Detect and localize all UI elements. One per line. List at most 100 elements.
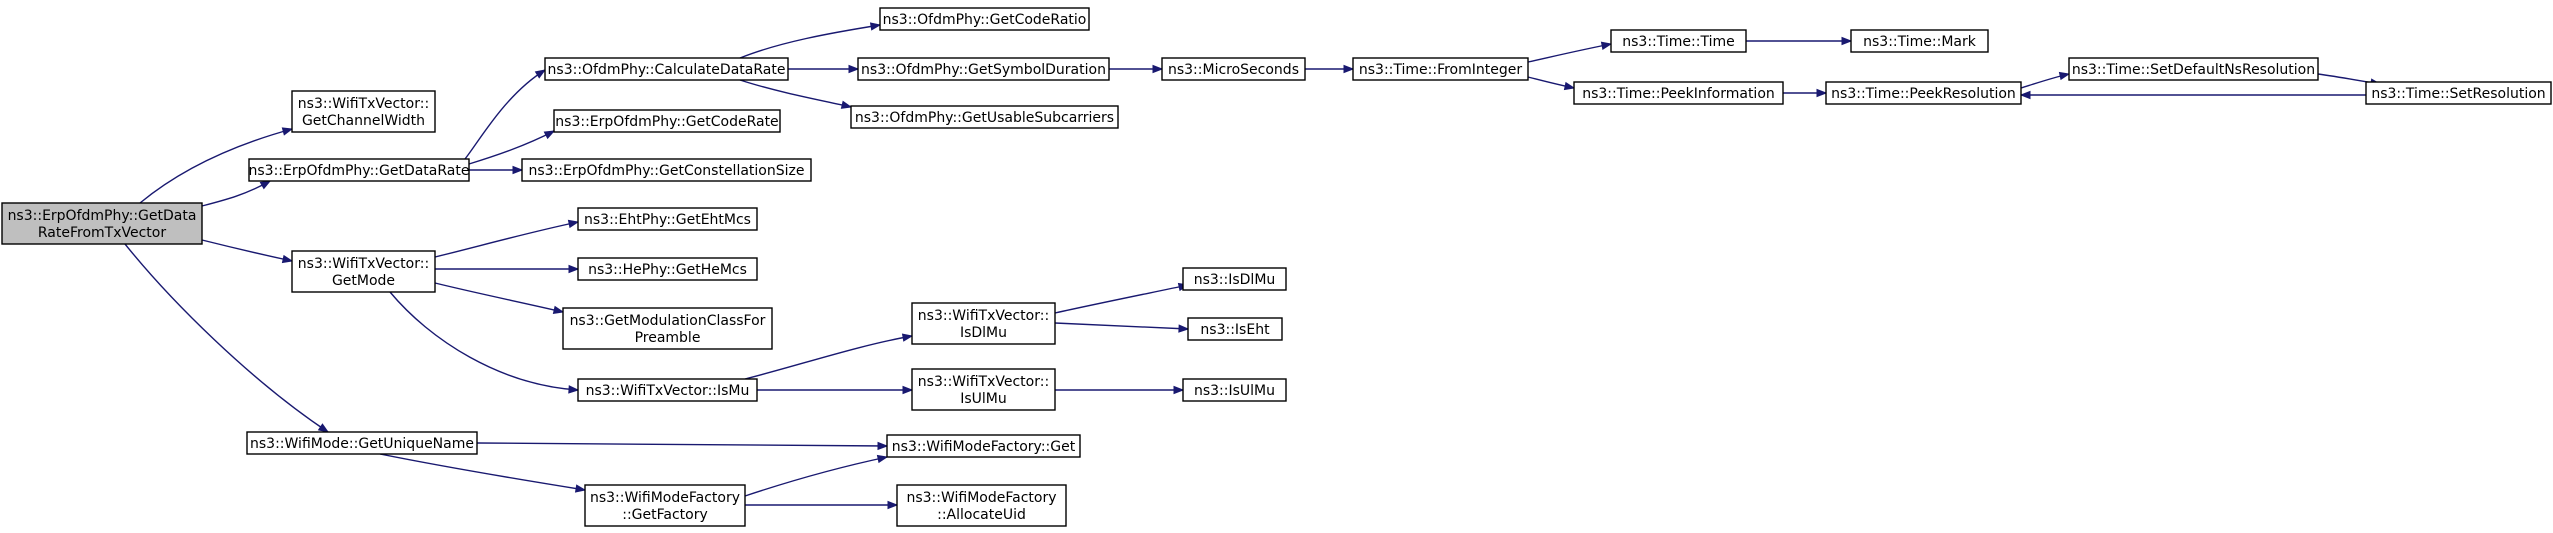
arrowhead: [1563, 81, 1576, 91]
node-label: ns3::OfdmPhy::GetUsableSubcarriers: [855, 110, 1114, 126]
arrowhead: [1600, 41, 1613, 50]
node-is-eht[interactable]: ns3::IsEht: [1187, 317, 1283, 341]
node-label: ns3::Time::PeekResolution: [1831, 86, 2016, 102]
edge-line: [434, 221, 579, 258]
node-is-mu[interactable]: ns3::WifiTxVector::IsMu: [577, 378, 758, 402]
node-box: [521, 158, 812, 182]
node-label: ::AllocateUid: [937, 507, 1026, 523]
node-label: ns3::Time::SetDefaultNsResolution: [2072, 62, 2315, 78]
node-label: ns3::MicroSeconds: [1168, 62, 1299, 78]
edge-erpGetDataRate-to-calcDataRate: [464, 69, 547, 160]
node-time-time[interactable]: ns3::Time::Time: [1610, 29, 1747, 53]
arrowhead: [512, 165, 524, 175]
node-erp-get-code-rate[interactable]: ns3::ErpOfdmPhy::GetCodeRate: [553, 109, 781, 133]
node-is-ul-mu[interactable]: ns3::IsUlMu: [1182, 378, 1287, 402]
node-get-mode[interactable]: ns3::WifiTxVector::GetMode: [291, 250, 436, 293]
node-erp-get-data-rate[interactable]: ns3::ErpOfdmPhy::GetDataRate: [248, 158, 470, 182]
node-allocate-uid[interactable]: ns3::WifiModeFactory::AllocateUid: [896, 484, 1067, 527]
arrowhead: [1841, 36, 1853, 46]
node-box: [1187, 317, 1283, 341]
node-get-he-mcs[interactable]: ns3::HePhy::GetHeMcs: [577, 257, 758, 281]
node-box: [1610, 29, 1747, 53]
node-box: [577, 207, 758, 231]
node-label: ns3::OfdmPhy::GetCodeRatio: [883, 12, 1087, 28]
node-label: ns3::Time::Time: [1622, 34, 1734, 50]
arrowhead: [901, 333, 914, 342]
node-label: ns3::WifiModeFactory: [906, 490, 1056, 506]
edge-root-to-getMode: [201, 239, 294, 264]
node-get-unique-name[interactable]: ns3::WifiMode::GetUniqueName: [246, 431, 478, 455]
edge-line: [379, 453, 586, 491]
node-label: Preamble: [635, 330, 701, 346]
arrowhead: [876, 454, 889, 464]
node-get-eht-mcs[interactable]: ns3::EhtPhy::GetEhtMcs: [577, 207, 758, 231]
edge-root-to-erpGetDataRate: [201, 180, 272, 207]
arrowhead: [543, 130, 556, 140]
node-calc-data-rate[interactable]: ns3::OfdmPhy::CalculateDataRate: [544, 57, 789, 81]
node-box: [911, 368, 1056, 411]
edge-peekResolution-to-setDefaultNsResolution: [2020, 71, 2071, 89]
edge-calcDataRate-to-getSymbolDuration: [788, 64, 860, 74]
edge-txIsDlMu-to-isEht: [1054, 322, 1190, 333]
arrowhead: [1173, 385, 1185, 395]
node-box: [896, 484, 1067, 527]
node-label: ns3::Time::PeekInformation: [1582, 86, 1775, 102]
node-set-resolution[interactable]: ns3::Time::SetResolution: [2365, 81, 2552, 105]
node-box: [248, 158, 470, 182]
arrowhead: [869, 22, 882, 31]
edge-line: [468, 130, 555, 165]
function-nodes: ns3::ErpOfdmPhy::GetDataRateFromTxVector…: [1, 7, 2552, 527]
node-label: ns3::ErpOfdmPhy::GetCodeRate: [555, 114, 778, 130]
edge-getUniqueName-to-factoryGet: [476, 441, 889, 451]
node-label: RateFromTxVector: [38, 225, 166, 241]
edge-line: [476, 442, 888, 447]
edge-line: [744, 456, 888, 497]
node-time-mark[interactable]: ns3::Time::Mark: [1850, 29, 1989, 53]
node-label: ns3::OfdmPhy::CalculateDataRate: [548, 62, 786, 78]
node-box: [246, 431, 478, 455]
node-tx-is-ul-mu[interactable]: ns3::WifiTxVector::IsUlMu: [911, 368, 1056, 411]
node-erp-get-constellation-size[interactable]: ns3::ErpOfdmPhy::GetConstellationSize: [521, 158, 812, 182]
node-set-default-ns-resolution[interactable]: ns3::Time::SetDefaultNsResolution: [2068, 57, 2319, 81]
node-micro-seconds[interactable]: ns3::MicroSeconds: [1161, 57, 1306, 81]
arrowhead: [877, 441, 889, 451]
node-ofdm-get-code-ratio[interactable]: ns3::OfdmPhy::GetCodeRatio: [879, 7, 1090, 31]
node-label: ns3::Time::FromInteger: [1359, 62, 1522, 78]
edge-root-to-getChannelWidth: [139, 127, 294, 204]
edge-line: [389, 291, 579, 391]
node-from-integer[interactable]: ns3::Time::FromInteger: [1352, 57, 1529, 81]
node-is-dl-mu[interactable]: ns3::IsDlMu: [1182, 267, 1287, 291]
arrowhead: [281, 127, 294, 136]
node-box: [850, 105, 1119, 129]
node-label: ns3::WifiTxVector::: [918, 308, 1049, 324]
edge-getSymbolDuration-to-microSeconds: [1109, 64, 1164, 74]
node-box: [1, 202, 203, 245]
node-get-channel-width[interactable]: ns3::WifiTxVector::GetChannelWidth: [291, 90, 436, 133]
edge-line: [1527, 43, 1612, 63]
arrowhead: [574, 484, 587, 493]
node-peek-resolution[interactable]: ns3::Time::PeekResolution: [1825, 81, 2022, 105]
arrowhead: [902, 385, 914, 395]
node-box: [2365, 81, 2552, 105]
edge-txIsUlMu-to-isUlMu: [1055, 385, 1185, 395]
arrowhead: [568, 264, 580, 274]
node-peek-information[interactable]: ns3::Time::PeekInformation: [1573, 81, 1784, 105]
arrowhead: [840, 100, 853, 109]
node-box: [562, 307, 773, 350]
node-box: [1352, 57, 1529, 81]
node-box: [911, 302, 1056, 345]
node-get-factory[interactable]: ns3::WifiModeFactory::GetFactory: [584, 484, 746, 527]
arrowhead: [534, 69, 547, 79]
node-tx-is-dl-mu[interactable]: ns3::WifiTxVector::IsDlMu: [911, 302, 1056, 345]
node-get-symbol-duration[interactable]: ns3::OfdmPhy::GetSymbolDuration: [857, 57, 1110, 81]
node-factory-get[interactable]: ns3::WifiModeFactory::Get: [886, 434, 1081, 458]
edge-setResolution-to-peekResolution: [2019, 90, 2366, 100]
node-label: ns3::WifiTxVector::IsMu: [586, 383, 750, 399]
arrowhead: [567, 219, 580, 229]
node-box: [1850, 29, 1989, 53]
node-get-usable-subcarriers[interactable]: ns3::OfdmPhy::GetUsableSubcarriers: [850, 105, 1119, 129]
arrowhead: [887, 500, 899, 510]
